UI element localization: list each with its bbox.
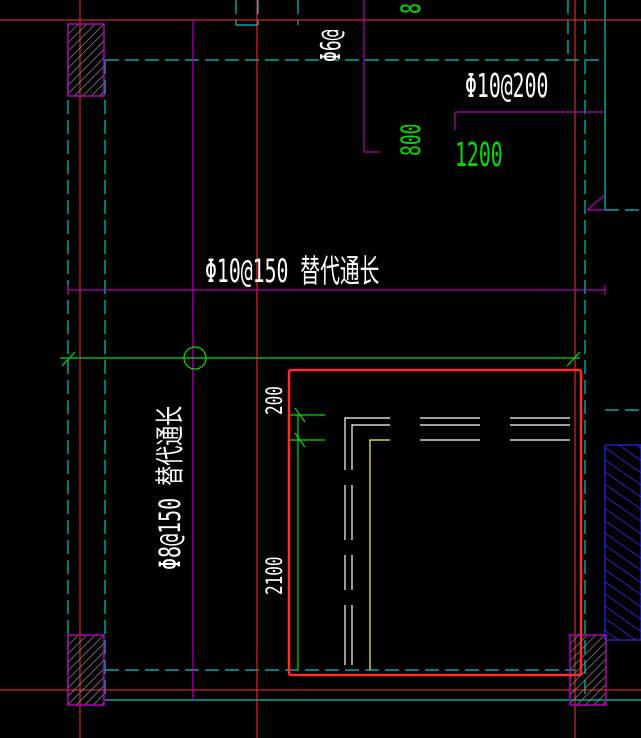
rebar-top-right-label: Φ10@200 (465, 68, 548, 106)
dim-200-label: 200 (261, 386, 287, 415)
rebar-gaps (340, 470, 358, 605)
axis-bubble (183, 346, 207, 370)
rebar-white (344, 417, 570, 665)
column-top-left (67, 23, 105, 97)
wall-outlines (67, 0, 641, 700)
green-dimension (60, 346, 581, 670)
rebar-yellow (369, 439, 390, 670)
column-bottom-left (67, 634, 105, 706)
rebar-vertical-label: Φ8@150 替代通长 (153, 406, 187, 570)
dim-800-label: 800 (396, 123, 427, 156)
magenta-lines (67, 0, 606, 700)
wall-solid-lines (105, 0, 641, 701)
selection-box[interactable] (287, 368, 583, 677)
top-dim-partial-label: 8 (396, 3, 427, 14)
dim-2100-label: 2100 (261, 556, 287, 595)
rebar-horizontal-label: Φ10@150 替代通长 (205, 253, 379, 290)
dim-1200-label: 1200 (455, 137, 503, 175)
blue-hatch-wall (604, 444, 641, 641)
column-bottom-right (569, 634, 607, 706)
top-rebar-partial-label: Φ6@ (314, 29, 347, 62)
